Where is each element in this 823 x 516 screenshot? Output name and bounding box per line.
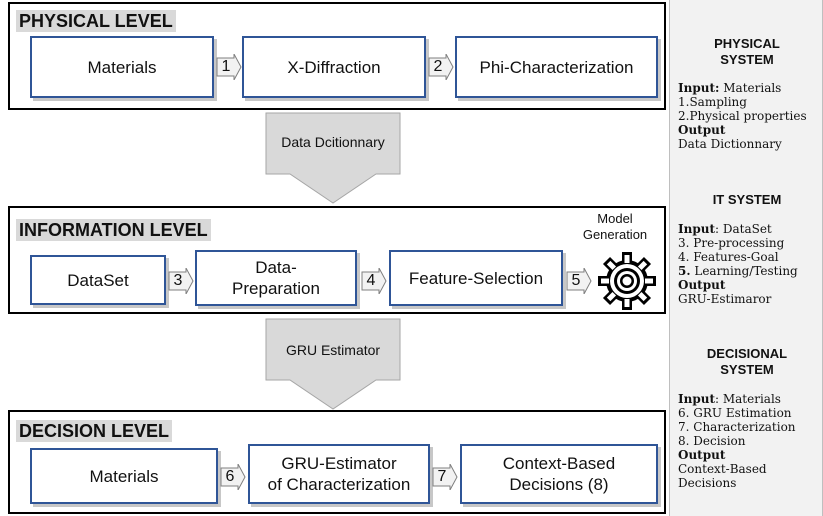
- feature-selection-label: Feature-Selection: [408, 268, 544, 288]
- information-level-title: INFORMATION LEVEL: [16, 219, 211, 241]
- step-3-arrow: 3: [168, 268, 194, 294]
- it-input-value: : DataSet: [715, 222, 772, 236]
- it-item-4: 4. Features-Goal: [678, 250, 779, 264]
- context-based-decisions-box: Context-Based Decisions (8): [460, 444, 658, 504]
- it-output-value: GRU-Estimaror: [678, 292, 772, 306]
- gear-icon: [595, 250, 659, 312]
- decisional-input-label: Input: [678, 392, 715, 406]
- physical-input-label: Input:: [678, 81, 720, 95]
- model-generation-label: Model Generation: [570, 211, 660, 243]
- physical-input-value: Materials: [719, 81, 782, 95]
- decisional-item-7: 7. Characterization: [678, 420, 796, 434]
- physical-output-label: Output: [678, 123, 726, 137]
- data-preparation-line2: Preparation: [232, 279, 320, 298]
- step-4-arrow: 4: [361, 268, 387, 294]
- physical-item-1: 1.Sampling: [678, 95, 747, 109]
- decisional-output-label: Output: [678, 448, 726, 462]
- physical-system-title: PHYSICAL SYSTEM: [670, 36, 823, 68]
- step-2-arrow: 2: [428, 54, 454, 80]
- model-generation-line2: Generation: [582, 227, 648, 242]
- data-dictionary-label: Data Dcitionnary: [281, 134, 385, 150]
- physical-system-title-line2: SYSTEM: [720, 52, 774, 67]
- data-preparation-box: Data- Preparation: [195, 250, 357, 306]
- gru-estimator-arrow-label: GRU Estimator: [285, 342, 381, 358]
- decision-level-title: DECISION LEVEL: [16, 420, 173, 442]
- x-diffraction-box: X-Diffraction: [242, 36, 426, 98]
- step-6-label: 6: [225, 468, 235, 485]
- step-7-label: 7: [437, 468, 447, 485]
- step-4-label: 4: [366, 272, 376, 289]
- it-output-label: Output: [678, 278, 726, 292]
- decisional-output-line1: Context-Based: [678, 462, 767, 476]
- decisional-system-title: DECISIONAL SYSTEM: [670, 346, 823, 378]
- it-system-title: IT SYSTEM: [712, 192, 782, 207]
- step-6-arrow: 6: [220, 464, 246, 490]
- system-sidebar: PHYSICAL SYSTEM Input: Materials 1.Sampl…: [669, 0, 823, 516]
- physical-item-2: 2.Physical properties: [678, 109, 807, 123]
- decisional-item-6: 6. GRU Estimation: [678, 406, 792, 420]
- physical-system-details: Input: Materials 1.Sampling 2.Physical p…: [678, 81, 823, 151]
- it-system-details: Input: DataSet 3. Pre-processing 4. Feat…: [678, 222, 823, 306]
- feature-selection-box: Feature-Selection: [389, 250, 563, 306]
- dataset-label: DataSet: [67, 270, 129, 290]
- decisional-output-line2: Decisions: [678, 476, 737, 490]
- decisional-system-details: Input: Materials 6. GRU Estimation 7. Ch…: [678, 392, 823, 490]
- physical-system-title-line1: PHYSICAL: [714, 36, 780, 51]
- context-based-line1: Context-Based: [502, 454, 616, 473]
- data-preparation-line1: Data-: [255, 258, 297, 277]
- it-input-label: Input: [678, 222, 715, 236]
- it-item-5-number: 5.: [678, 264, 691, 278]
- step-5-label: 5: [571, 272, 581, 289]
- step-1-arrow: 1: [216, 54, 242, 80]
- gru-estimator-line1: GRU-Estimator: [281, 454, 397, 473]
- step-1-label: 1: [221, 58, 231, 75]
- phi-characterization-box: Phi-Characterization: [455, 36, 658, 98]
- decisional-input-value: : Materials: [715, 392, 781, 406]
- model-generation-line1: Model: [597, 211, 633, 226]
- data-dictionary-arrow: Data Dcitionnary: [264, 112, 402, 204]
- decisional-item-8: 8. Decision: [678, 434, 746, 448]
- gru-estimator-arrow: GRU Estimator: [264, 318, 402, 410]
- decision-materials-label: Materials: [89, 466, 159, 486]
- step-7-arrow: 7: [432, 464, 458, 490]
- it-item-5-text: Learning/Testing: [690, 264, 798, 278]
- step-3-label: 3: [173, 272, 183, 289]
- physical-output-value: Data Dictionnary: [678, 137, 782, 151]
- gru-estimator-characterization-box: GRU-Estimator of Characterization: [248, 444, 430, 504]
- decisional-system-title-line1: DECISIONAL: [706, 346, 788, 361]
- decisional-system-title-line2: SYSTEM: [720, 362, 774, 377]
- physical-materials-box: Materials: [30, 36, 214, 98]
- dataset-box: DataSet: [30, 255, 166, 305]
- decision-materials-box: Materials: [30, 448, 218, 504]
- step-5-arrow: 5: [566, 268, 592, 294]
- gru-estimator-line2: of Characterization: [267, 475, 411, 494]
- it-item-3: 3. Pre-processing: [678, 236, 785, 250]
- physical-level-title: PHYSICAL LEVEL: [16, 10, 176, 32]
- context-based-line2: Decisions (8): [509, 475, 609, 494]
- step-2-label: 2: [433, 58, 443, 75]
